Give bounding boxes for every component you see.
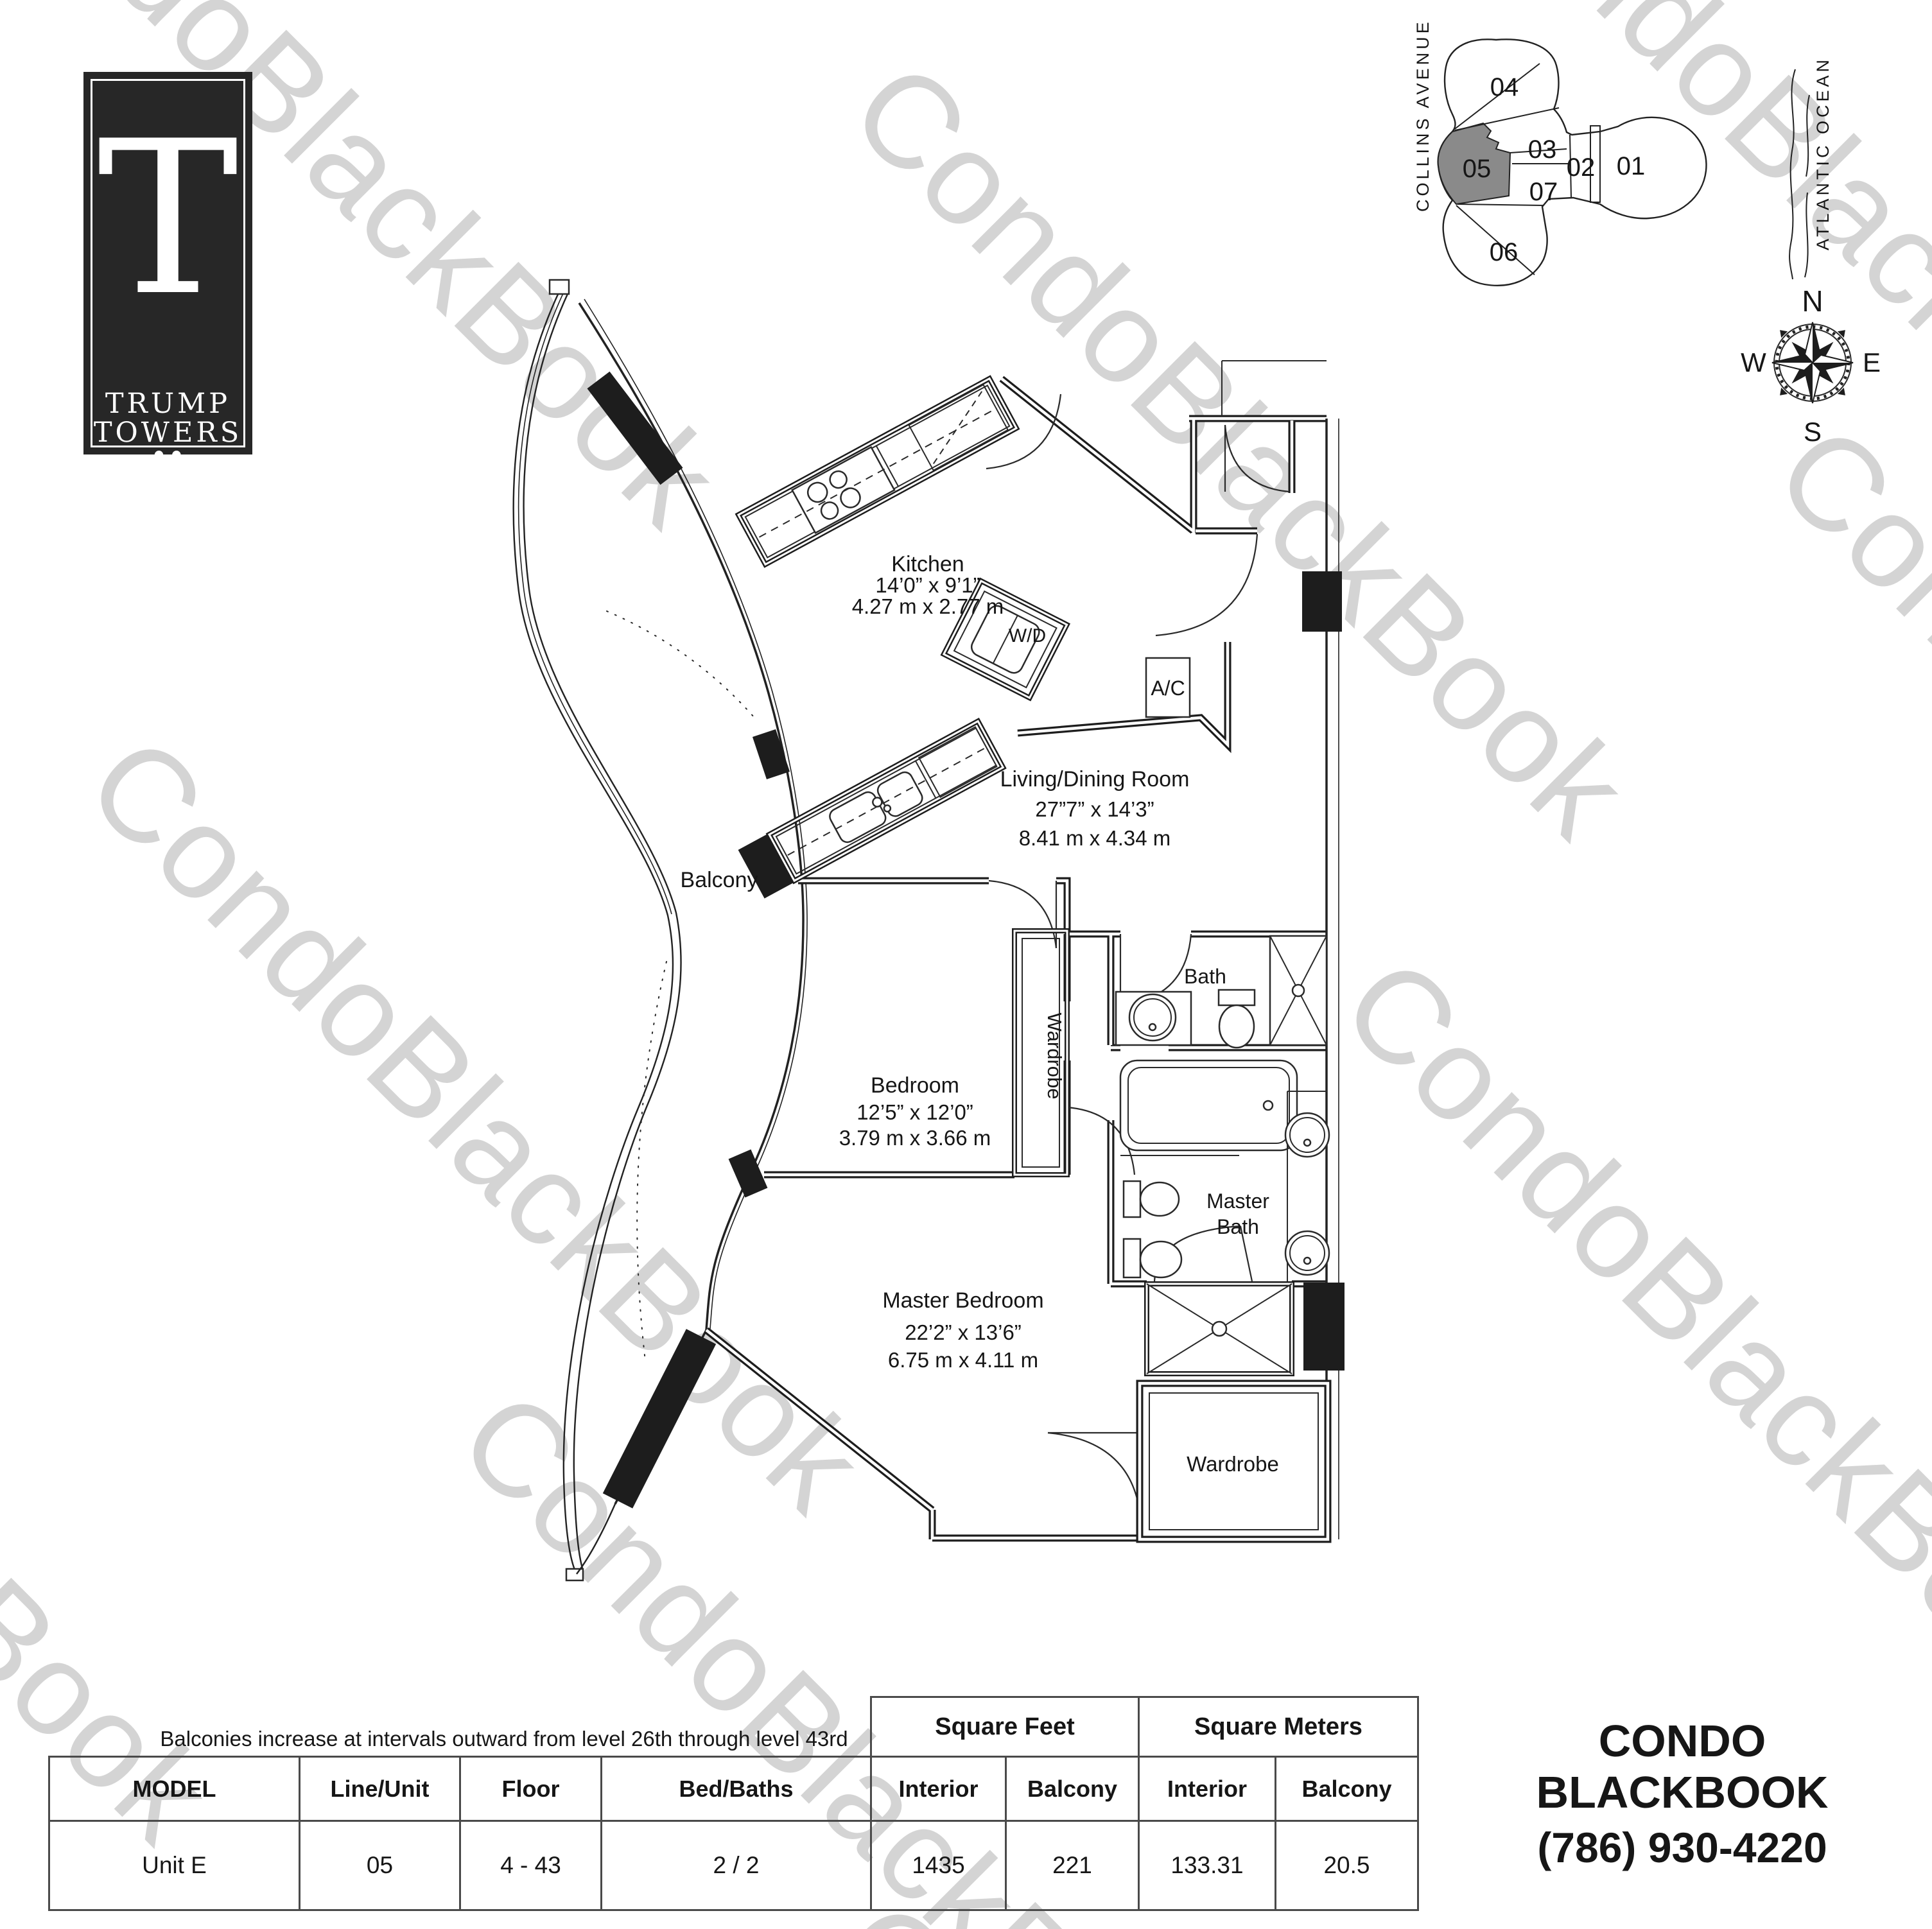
vanity-sink-2 — [1284, 1230, 1330, 1276]
compass-tick-arrows — [1780, 330, 1845, 395]
logo-border — [91, 79, 245, 447]
cell-sqft-interior: 1435 — [870, 1820, 1007, 1911]
compass-west-label: W — [1741, 347, 1766, 377]
cell-sqft-balcony: 221 — [1005, 1820, 1140, 1911]
bath-sink — [1128, 993, 1177, 1042]
compass-east-label: E — [1863, 347, 1881, 377]
col-header-sqm-balcony: Balcony — [1275, 1756, 1419, 1822]
logo-line-towers: TOWERS — [93, 417, 243, 449]
bidet — [1122, 1180, 1142, 1218]
col-header-line-unit: Line/Unit — [299, 1756, 461, 1822]
site-unit-02: 02 — [1567, 153, 1596, 182]
dashed-arc-upper — [606, 610, 755, 718]
balcony-note: Balconies increase at intervals outward … — [160, 1727, 848, 1751]
master-toilet — [1122, 1238, 1142, 1279]
col-header-sqft-interior: Interior — [870, 1756, 1007, 1822]
living-label: Living/Dining Room — [1000, 767, 1190, 791]
wardrobe-room — [1136, 1380, 1332, 1543]
door-swings — [986, 394, 1290, 1525]
trump-towers-logo: T TRUMP TOWERS ii — [83, 72, 252, 497]
column-entry — [1302, 571, 1342, 632]
master-bath-label-2: Bath — [1217, 1215, 1259, 1238]
site-plan: 04 03 02 01 05 07 06 COLLINS AVENUE ATLA… — [1413, 19, 1832, 286]
collins-avenue-label: COLLINS AVENUE — [1413, 19, 1432, 212]
watermark-text: CondoBlackBook — [1316, 930, 1932, 1761]
site-unit-05-highlighted: 05 — [1463, 155, 1492, 183]
master-bedroom-label: Master Bedroom — [882, 1288, 1043, 1313]
watermark-text: CondoBlackBook — [1749, 397, 1932, 1228]
wardrobe-room-label: Wardrobe — [1187, 1452, 1279, 1476]
site-unit-01: 01 — [1617, 152, 1646, 180]
washer-dryer-closet — [940, 577, 1071, 702]
cell-model: Unit E — [48, 1820, 300, 1911]
site-unit-07: 07 — [1529, 178, 1558, 206]
brand-phone: (786) 930-4220 — [1537, 1824, 1827, 1871]
wardrobe-closet-label: Wardrobe — [1043, 1013, 1066, 1100]
site-unit-03: 03 — [1528, 135, 1557, 164]
kitchen-dim-ft: 14’0” x 9’1” — [875, 573, 980, 597]
stove — [791, 445, 896, 534]
col-header-floor: Floor — [459, 1756, 602, 1822]
living-dim-m: 8.41 m x 4.34 m — [1019, 826, 1171, 850]
master-bath-label-1: Master — [1206, 1189, 1269, 1213]
balcony-railing — [512, 279, 682, 1582]
structural-columns — [587, 371, 790, 1509]
living-dim-ft: 27”7” x 14’3” — [1035, 797, 1154, 821]
condo-blackbook-brand: CONDO BLACKBOOK (786) 930-4220 — [1464, 1715, 1901, 1872]
wd-label: W/D — [1009, 625, 1046, 646]
bath-label: Bath — [1184, 965, 1226, 988]
walls — [704, 360, 1339, 1542]
bedroom-label: Bedroom — [871, 1073, 959, 1098]
balcony-tip-bottom — [565, 1568, 584, 1582]
kitchen-counter-upper — [735, 375, 1020, 568]
col-header-sqft-balcony: Balcony — [1005, 1756, 1140, 1822]
ac-label: A/C — [1151, 677, 1185, 700]
cell-sqm-balcony: 20.5 — [1275, 1820, 1419, 1911]
site-unit-06: 06 — [1490, 238, 1519, 266]
balcony-tip-top — [548, 279, 570, 295]
vanity-sink-1 — [1284, 1112, 1330, 1158]
col-header-model: MODEL — [48, 1756, 300, 1822]
dashed-arc-lower — [636, 961, 667, 1362]
kitchen-label: Kitchen — [891, 552, 964, 576]
kitchen-dim-m: 4.27 m x 2.77 m — [852, 594, 1004, 618]
master-bedroom-dim-ft: 22’2” x 13’6” — [905, 1320, 1022, 1344]
bath-toilet — [1217, 989, 1256, 1007]
cell-line-unit: 05 — [299, 1820, 461, 1911]
compass-main-points — [1771, 322, 1854, 404]
logo-letter-t: T — [97, 96, 239, 342]
site-divider-lines — [1452, 63, 1601, 275]
master-bath-fixtures — [1119, 1059, 1330, 1376]
logo-line-ii: ii — [150, 442, 186, 497]
master-bedroom-dim-m: 6.75 m x 4.11 m — [888, 1348, 1038, 1372]
floor-plan: W/D A/C Wardrobe — [512, 279, 1345, 1582]
site-unit05-shape — [1437, 122, 1511, 205]
cell-bed-baths: 2 / 2 — [600, 1820, 872, 1911]
kitchen-counter-lower — [738, 718, 1007, 899]
compass-rose: N E S W — [1741, 284, 1881, 447]
cell-floor: 4 - 43 — [459, 1820, 602, 1911]
ac-closet — [1145, 657, 1191, 718]
balcony-label: Balcony — [681, 868, 758, 892]
room-labels: Balcony Kitchen 14’0” x 9’1” 4.27 m x 2.… — [681, 552, 1279, 1476]
coastline — [1789, 69, 1810, 280]
group-header-square-feet: Square Feet — [870, 1696, 1140, 1758]
bedroom-wardrobe-closet — [1012, 928, 1070, 1177]
group-header-square-meters: Square Meters — [1138, 1696, 1419, 1758]
compass-north-label: N — [1802, 284, 1823, 318]
bathtub — [1119, 1059, 1298, 1152]
column-master — [1303, 1283, 1345, 1371]
site-unit-04: 04 — [1490, 73, 1519, 101]
bedroom-dim-m: 3.79 m x 3.66 m — [839, 1126, 991, 1150]
bedroom-dim-ft: 12’5” x 12’0” — [857, 1100, 973, 1124]
brand-name: CONDO BLACKBOOK — [1536, 1716, 1829, 1817]
bath-fixtures — [1115, 935, 1328, 1049]
col-header-bed-baths: Bed/Baths — [600, 1756, 872, 1822]
col-header-sqm-interior: Interior — [1138, 1756, 1276, 1822]
atlantic-ocean-label: ATLANTIC OCEAN — [1813, 56, 1832, 250]
compass-south-label: S — [1804, 417, 1822, 447]
logo-line-trump: TRUMP — [105, 388, 231, 420]
cell-sqm-interior: 133.31 — [1138, 1820, 1276, 1911]
